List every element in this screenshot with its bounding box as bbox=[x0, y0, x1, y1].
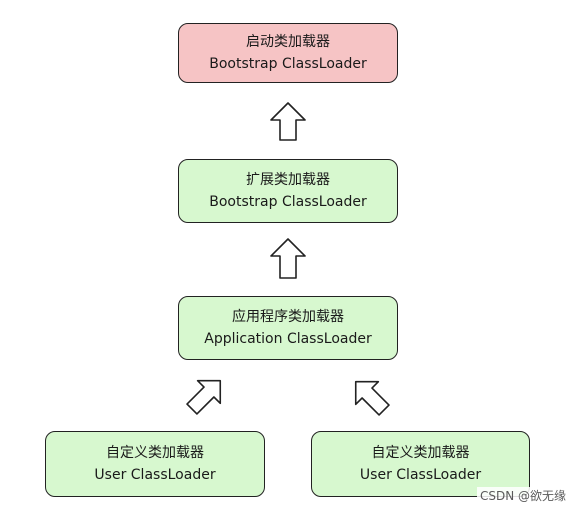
node-subtitle: User ClassLoader bbox=[94, 467, 216, 483]
user-classloader-left-node: 自定义类加载器 User ClassLoader bbox=[45, 431, 265, 497]
arrow-application-to-extension bbox=[270, 238, 306, 279]
node-title: 应用程序类加载器 bbox=[232, 309, 344, 325]
application-classloader-node: 应用程序类加载器 Application ClassLoader bbox=[178, 296, 398, 360]
arrow-user-right-to-application bbox=[354, 380, 390, 416]
node-title: 扩展类加载器 bbox=[246, 172, 330, 188]
arrow-extension-to-bootstrap bbox=[270, 102, 306, 141]
node-subtitle: Bootstrap ClassLoader bbox=[209, 56, 367, 72]
extension-classloader-node: 扩展类加载器 Bootstrap ClassLoader bbox=[178, 159, 398, 223]
arrow-user-left-to-application bbox=[186, 379, 222, 415]
node-title: 启动类加载器 bbox=[246, 34, 330, 50]
node-subtitle: Application ClassLoader bbox=[204, 331, 372, 347]
node-title: 自定义类加载器 bbox=[106, 445, 204, 461]
node-subtitle: User ClassLoader bbox=[359, 467, 482, 483]
watermark: CSDN @欲无缘 bbox=[476, 487, 569, 504]
user-classloader-right-node: 自定义类加载器 User ClassLoader bbox=[311, 431, 530, 497]
node-title: 自定义类加载器 bbox=[371, 445, 470, 461]
bootstrap-classloader-node: 启动类加载器 Bootstrap ClassLoader bbox=[178, 23, 398, 83]
node-subtitle: Bootstrap ClassLoader bbox=[209, 194, 367, 210]
